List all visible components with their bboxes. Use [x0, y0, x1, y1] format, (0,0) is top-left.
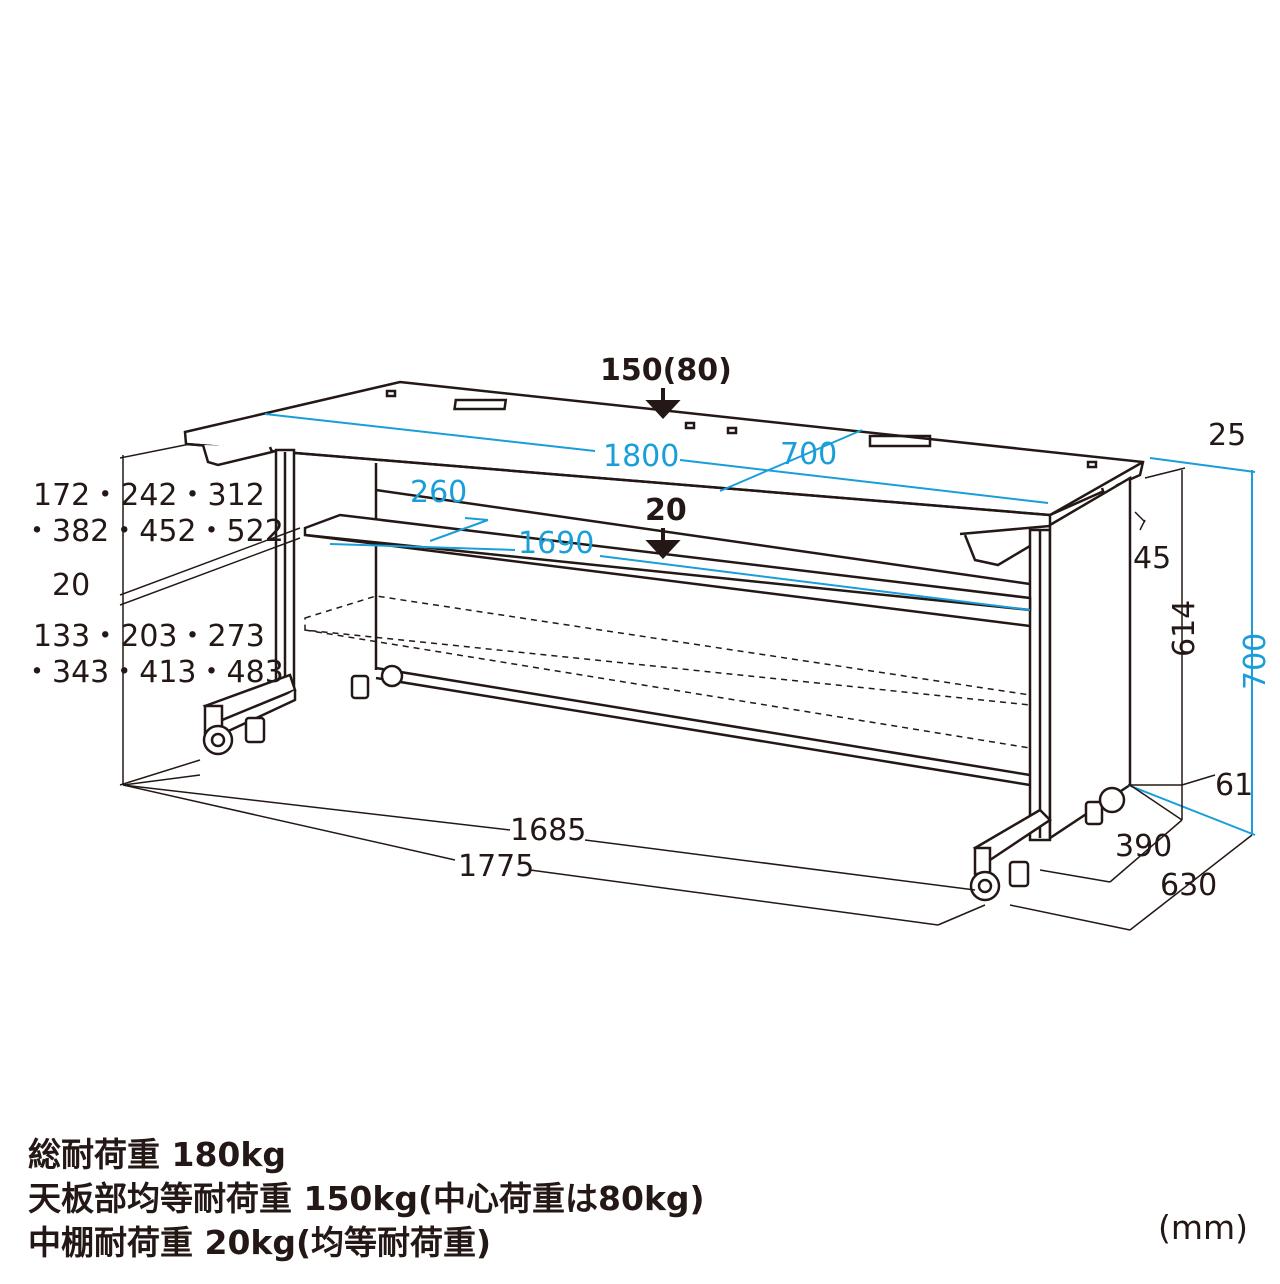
desk-frame — [202, 448, 1132, 876]
top-load-label: 150(80) — [600, 353, 732, 388]
shelf-load-label: 20 — [645, 493, 687, 528]
casters — [202, 664, 1126, 902]
lower-shelf-position — [304, 595, 1031, 749]
apron-label: 45 — [1133, 541, 1171, 576]
leg-height-label: 614 — [1167, 600, 1202, 657]
shelf-width-label: 1690 — [518, 526, 594, 561]
black-dimension-lines — [119, 443, 1253, 931]
top-depth-label: 700 — [780, 437, 837, 472]
caster-label: 61 — [1215, 768, 1253, 803]
spec-top-load: 天板部均等耐荷重 150kg(中心荷重は80kg) — [28, 1179, 705, 1218]
top-heights-line2: ・382・452・522 — [22, 514, 284, 549]
top-thickness-label: 25 — [1208, 418, 1246, 453]
load-arrows — [645, 388, 681, 559]
outer-depth-label: 630 — [1160, 868, 1217, 903]
blue-dimension-lines — [264, 413, 1256, 836]
shelf-depth-label: 260 — [410, 475, 467, 510]
desk-top — [183, 380, 1145, 536]
spec-shelf-load: 中棚耐荷重 20kg(均等耐荷重) — [28, 1223, 492, 1262]
top-width-label: 1800 — [603, 439, 679, 474]
inner-depth-label: 390 — [1115, 829, 1172, 864]
top-heights-line1: 172・242・312 — [33, 478, 265, 513]
inner-width-label: 1685 — [510, 813, 586, 848]
shelf-heights-line2: ・343・413・483 — [22, 655, 284, 690]
shelf-thickness-label: 20 — [52, 568, 90, 603]
shelf-heights-line1: 133・203・273 — [33, 619, 265, 654]
outer-width-label: 1775 — [458, 849, 534, 884]
spec-total-load: 総耐荷重 180kg — [28, 1135, 286, 1174]
unit-label: (mm) — [1157, 1208, 1248, 1247]
total-height-label: 700 — [1238, 633, 1273, 690]
